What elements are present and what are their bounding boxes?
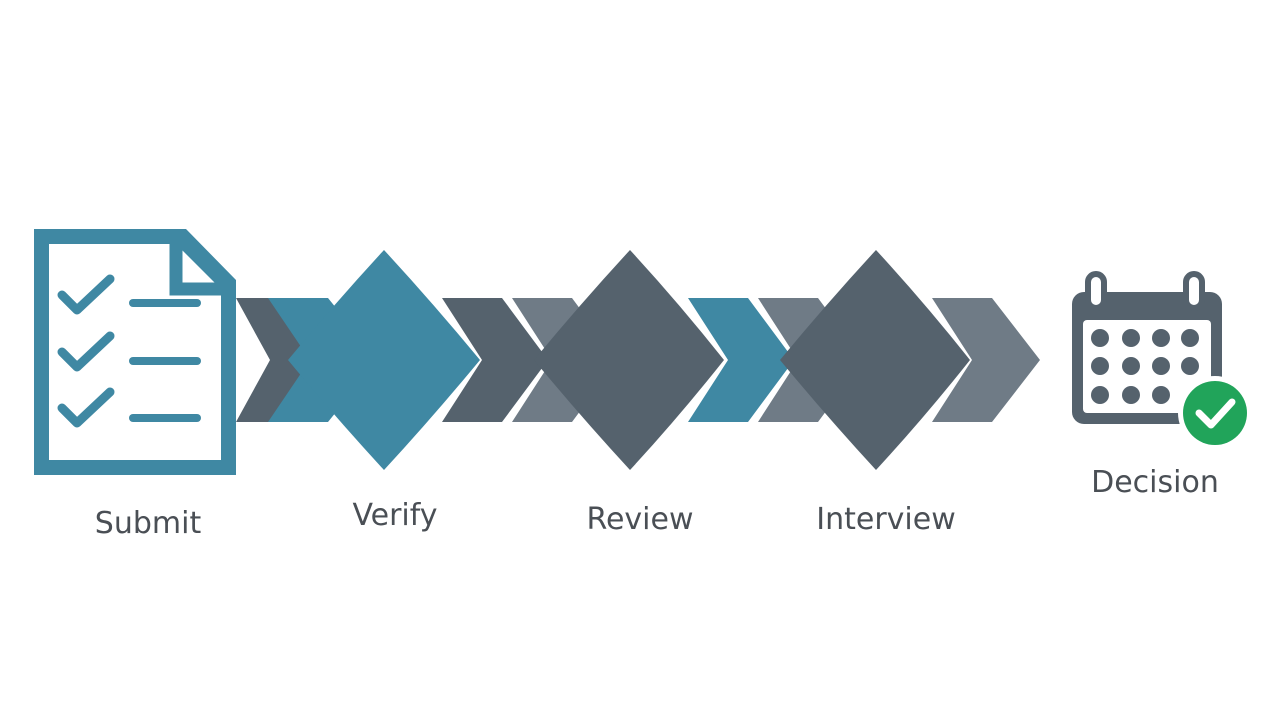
step-label-review: Review (586, 502, 693, 537)
step-label-decision: Decision (1091, 465, 1219, 500)
chevron-arrow-5 (688, 298, 794, 422)
step-label-interview: Interview (816, 502, 956, 537)
checklist-document-icon (34, 229, 236, 475)
step-label-submit: Submit (95, 506, 202, 541)
step-label-verify: Verify (352, 498, 437, 533)
diamond-step-icon (780, 250, 970, 470)
diamond-step-icon (534, 250, 724, 470)
chevron-arrow-7 (932, 298, 1040, 422)
chevron-arrow-1 (236, 298, 310, 422)
chevron-arrow-3 (442, 298, 548, 422)
diamond-step-icon (288, 250, 480, 470)
calendar-check-icon (1072, 271, 1252, 450)
check-badge-icon (1178, 376, 1252, 450)
